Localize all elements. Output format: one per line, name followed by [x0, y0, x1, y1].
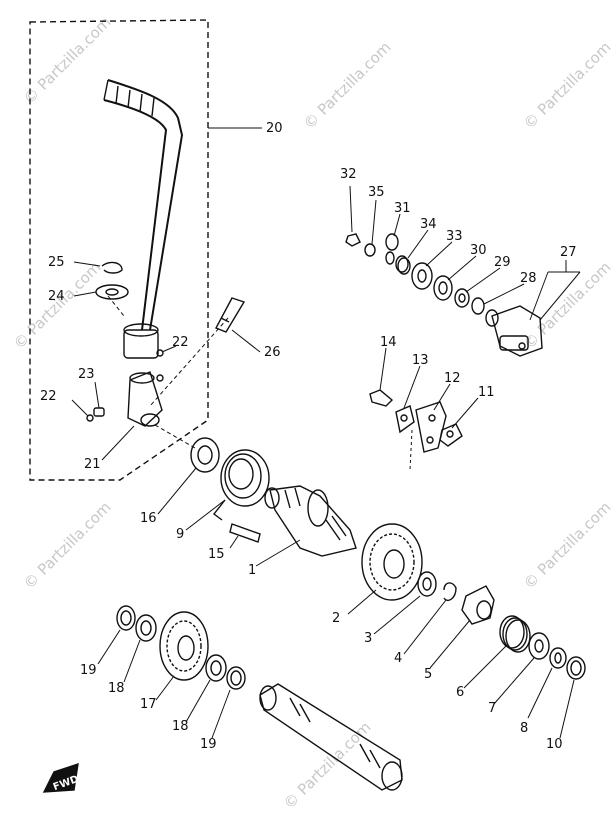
ball-22	[156, 349, 164, 357]
callout-4: 4	[394, 651, 402, 666]
callout-15: 15	[208, 547, 225, 562]
callout-1: 1	[248, 563, 256, 578]
callout-3: 3	[364, 631, 372, 646]
callout-34: 34	[420, 217, 437, 232]
callout-22a: 22	[172, 335, 189, 350]
washer-3	[417, 571, 437, 597]
callout-19a: 19	[80, 663, 97, 678]
callout-25: 25	[48, 255, 65, 270]
washer-28	[471, 297, 485, 315]
callout-16: 16	[140, 511, 157, 526]
circlip-19b	[226, 666, 246, 690]
callout-2: 2	[332, 611, 340, 626]
ball-22b	[86, 414, 94, 422]
circlip-25	[101, 261, 123, 274]
callout-31: 31	[394, 201, 411, 216]
washer-18b	[205, 654, 227, 682]
kick-lever	[103, 79, 184, 359]
callout-10: 10	[546, 737, 563, 752]
spacer-30	[433, 275, 453, 301]
bolt-14	[369, 389, 394, 407]
callout-9: 9	[176, 527, 184, 542]
washer-33	[411, 262, 433, 290]
callout-26: 26	[264, 345, 281, 360]
callout-18a: 18	[108, 681, 125, 696]
kick-axle-27	[485, 305, 543, 357]
washer-8	[549, 647, 567, 669]
plate-13	[395, 405, 415, 434]
kick-gear-2	[361, 523, 423, 601]
main-axle	[259, 683, 403, 791]
callout-5: 5	[424, 667, 432, 682]
callout-33: 33	[446, 229, 463, 244]
callout-19b: 19	[200, 737, 217, 752]
spring-6	[499, 615, 531, 653]
leader-lines	[71, 127, 581, 739]
callout-24: 24	[48, 289, 65, 304]
bolt-26	[215, 297, 246, 333]
washer-18a	[135, 614, 157, 642]
callout-14: 14	[380, 335, 397, 350]
washer-35	[364, 243, 376, 257]
callout-8: 8	[520, 721, 528, 736]
oil-seal-16	[190, 437, 220, 473]
washer-24	[95, 284, 129, 300]
callout-20: 20	[266, 121, 283, 136]
nut-32	[345, 233, 361, 247]
callout-35: 35	[368, 185, 385, 200]
washer-29	[454, 288, 470, 308]
circlip-10	[566, 656, 586, 680]
kick-spring-9	[213, 449, 270, 521]
callout-22b: 22	[40, 389, 57, 404]
circlip-4	[443, 582, 457, 602]
washer-31	[385, 233, 399, 251]
callout-21: 21	[84, 457, 101, 472]
callout-7: 7	[488, 701, 496, 716]
callout-11: 11	[478, 385, 495, 400]
callout-28: 28	[520, 271, 537, 286]
washer-7	[528, 632, 550, 660]
callout-13: 13	[412, 353, 429, 368]
kick-shaft-1	[264, 485, 357, 557]
plate-12	[415, 401, 447, 453]
callout-27: 27	[560, 245, 577, 260]
callout-12: 12	[444, 371, 461, 386]
circlip-19a	[116, 605, 136, 631]
callout-17: 17	[140, 697, 157, 712]
callout-6: 6	[456, 685, 464, 700]
callout-32: 32	[340, 167, 357, 182]
kick-assembly-boundary	[29, 19, 209, 481]
kick-boss	[127, 371, 164, 427]
idler-gear-17	[159, 611, 209, 681]
callout-30: 30	[470, 243, 487, 258]
callout-23: 23	[78, 367, 95, 382]
spring-34	[395, 255, 411, 275]
callout-18b: 18	[172, 719, 189, 734]
ratchet-5	[461, 585, 495, 625]
forward-arrow-icon	[42, 762, 79, 793]
pin-15	[229, 523, 261, 543]
callout-29: 29	[494, 255, 511, 270]
spring-23	[93, 407, 105, 417]
